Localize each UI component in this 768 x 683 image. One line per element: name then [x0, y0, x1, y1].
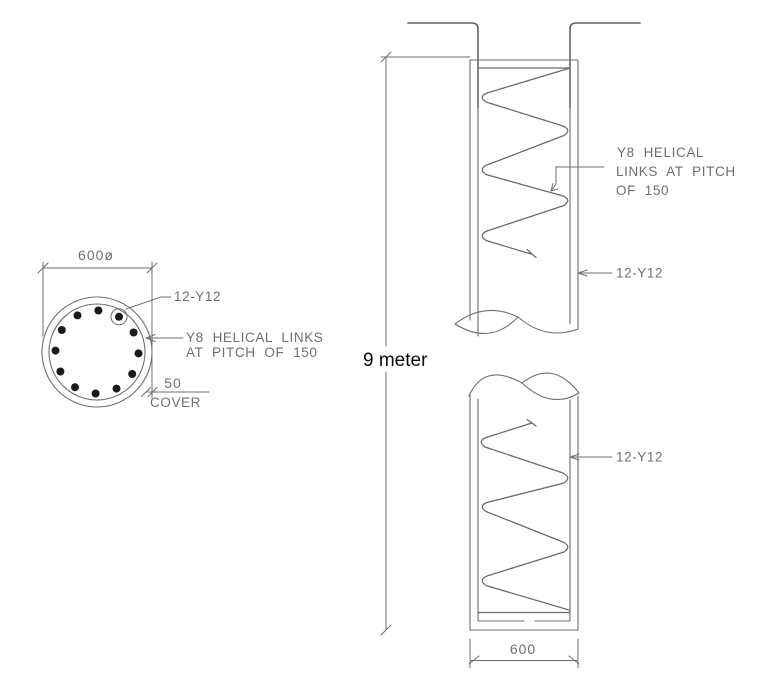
cover-dim-text: 50: [164, 375, 182, 391]
section-helical-label-line2: AT PITCH OF 150: [186, 345, 318, 360]
diameter-dimension: 600ø: [37, 247, 158, 399]
helical-link-circle: [48, 303, 146, 401]
section-main-bars-label: 12-Y12: [174, 289, 221, 304]
section-helical-callout: Y8 HELICAL LINKS AT PITCH OF 150: [145, 330, 323, 360]
cover-label-text: COVER: [150, 395, 201, 410]
pile-lower-segment: [468, 372, 580, 631]
width-dim-text: 600: [510, 641, 536, 657]
main-rebar-dots: [51, 306, 143, 398]
rebar-dot: [134, 349, 143, 358]
elevation-helical-label-line3: OF 150: [616, 183, 669, 198]
pile-upper-segment: [454, 59, 579, 337]
rebar-dot: [94, 306, 103, 315]
elevation-helical-callout: Y8 HELICAL LINKS AT PITCH OF 150: [550, 145, 736, 198]
rebar-dot: [128, 370, 137, 378]
rebar-dot: [112, 384, 121, 393]
cover-dimension: 50 COVER: [141, 375, 210, 410]
elevation-helical-label-line2: LINKS AT PITCH: [616, 164, 736, 179]
rebar-dot: [51, 346, 60, 355]
rebar-dot: [71, 383, 79, 392]
section-main-bars-callout: 12-Y12: [125, 289, 221, 310]
pile-cross-section: 600ø 12-Y12 Y8 HELICAL LINKS AT PITCH OF…: [37, 247, 323, 410]
rebar-dot: [91, 389, 100, 398]
width-dimension: 600: [468, 638, 580, 669]
diameter-dim-text: 600ø: [78, 247, 114, 263]
rebar-dot: [73, 311, 82, 320]
elevation-main-bars-callout-upper: 12-Y12: [577, 266, 663, 281]
pile-elevation: 9 meter Y8 HELICAL LINKS AT PITCH OF 150…: [363, 22, 736, 669]
rebar-dot: [56, 367, 65, 376]
length-dim-text: 9 meter: [363, 350, 428, 371]
length-dimension: 9 meter: [363, 51, 471, 636]
elevation-main-bars-label-lower: 12-Y12: [616, 450, 663, 465]
rebar-dot: [115, 312, 123, 321]
section-helical-label-line1: Y8 HELICAL LINKS: [186, 330, 323, 345]
elevation-main-bars-label-upper: 12-Y12: [616, 266, 663, 281]
rebar-dot: [129, 328, 138, 337]
elevation-main-bars-callout-lower: 12-Y12: [569, 450, 663, 465]
elevation-helical-label-line1: Y8 HELICAL: [617, 145, 704, 160]
rebar-dot: [57, 326, 66, 334]
highlighted-rebar-ring: [110, 308, 128, 326]
projecting-bars: [407, 22, 641, 109]
